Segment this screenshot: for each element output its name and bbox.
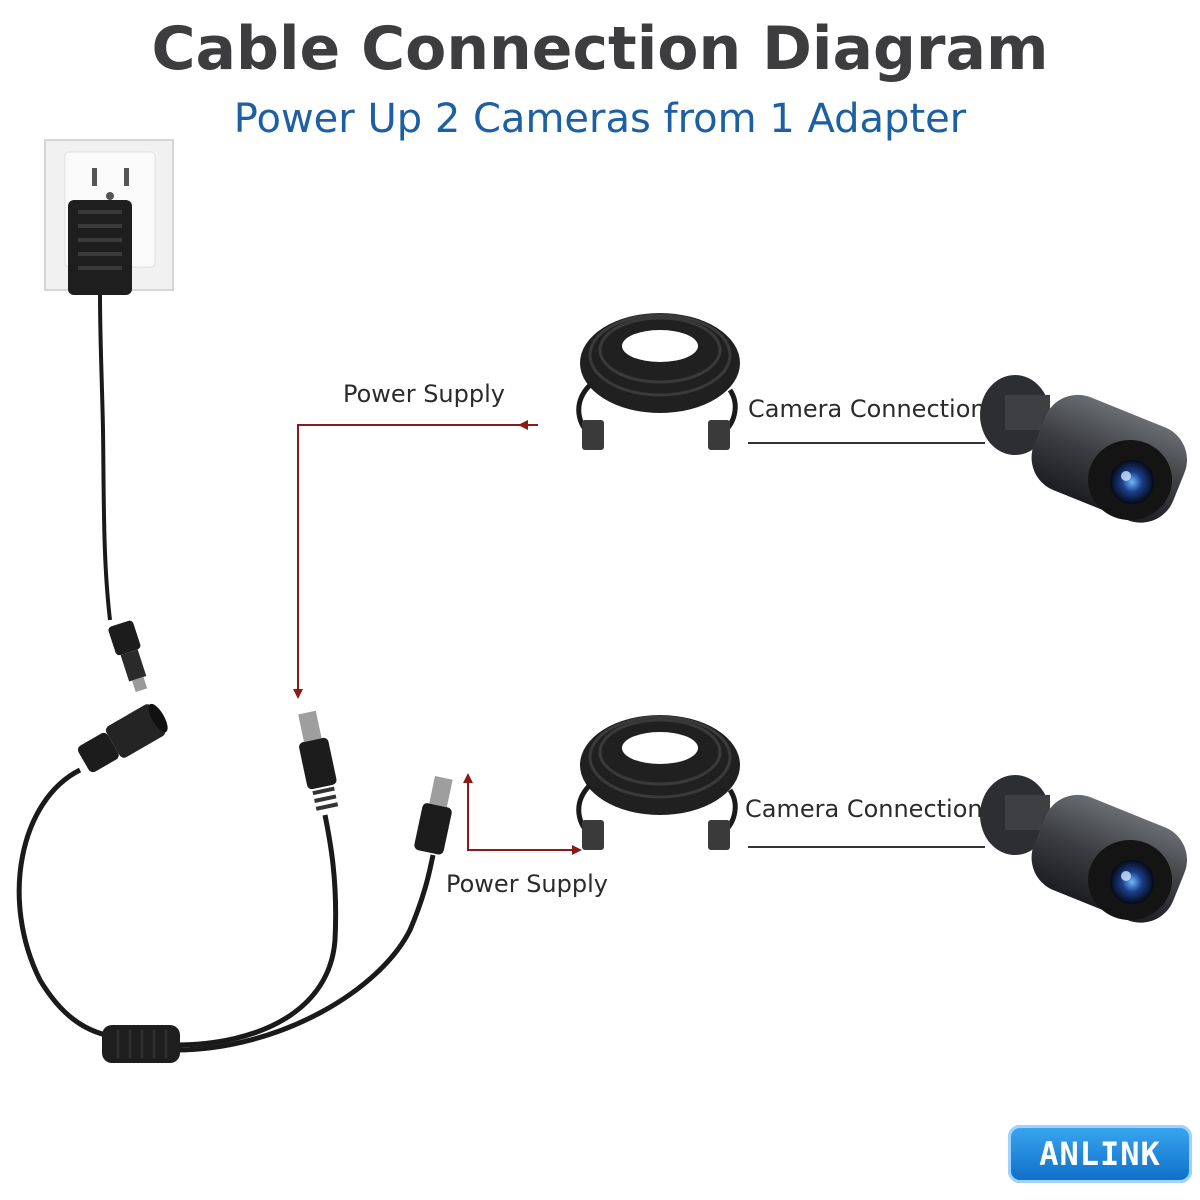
bullet-camera-bottom [980, 775, 1187, 923]
dc-male-plug-2 [414, 776, 453, 855]
logo-text: ANLINK [1039, 1135, 1161, 1173]
dc-male-plug-adapter [108, 620, 148, 693]
label-camera-connection-top: Camera Connection [748, 395, 986, 423]
adapter-cord [98, 294, 112, 621]
diagram-title: Cable Connection Diagram [151, 14, 1049, 84]
arrow-power-supply-top [297, 424, 538, 697]
arrow-power-supply-bottom [467, 775, 580, 851]
y-splitter-cable [16, 767, 436, 1063]
label-power-supply-bottom: Power Supply [446, 870, 608, 898]
bullet-camera-top [980, 375, 1187, 523]
anlink-logo: ANLINK [1008, 1125, 1192, 1183]
coiled-cable-top [576, 313, 740, 450]
coiled-cable-bottom [576, 715, 740, 850]
label-power-supply-top: Power Supply [343, 380, 505, 408]
wall-outlet-adapter [44, 139, 174, 295]
dc-male-plug-1 [298, 710, 339, 811]
dc-female-jack [77, 703, 168, 773]
label-camera-connection-bottom: Camera Connection [745, 795, 983, 823]
diagram-subtitle: Power Up 2 Cameras from 1 Adapter [233, 96, 967, 142]
